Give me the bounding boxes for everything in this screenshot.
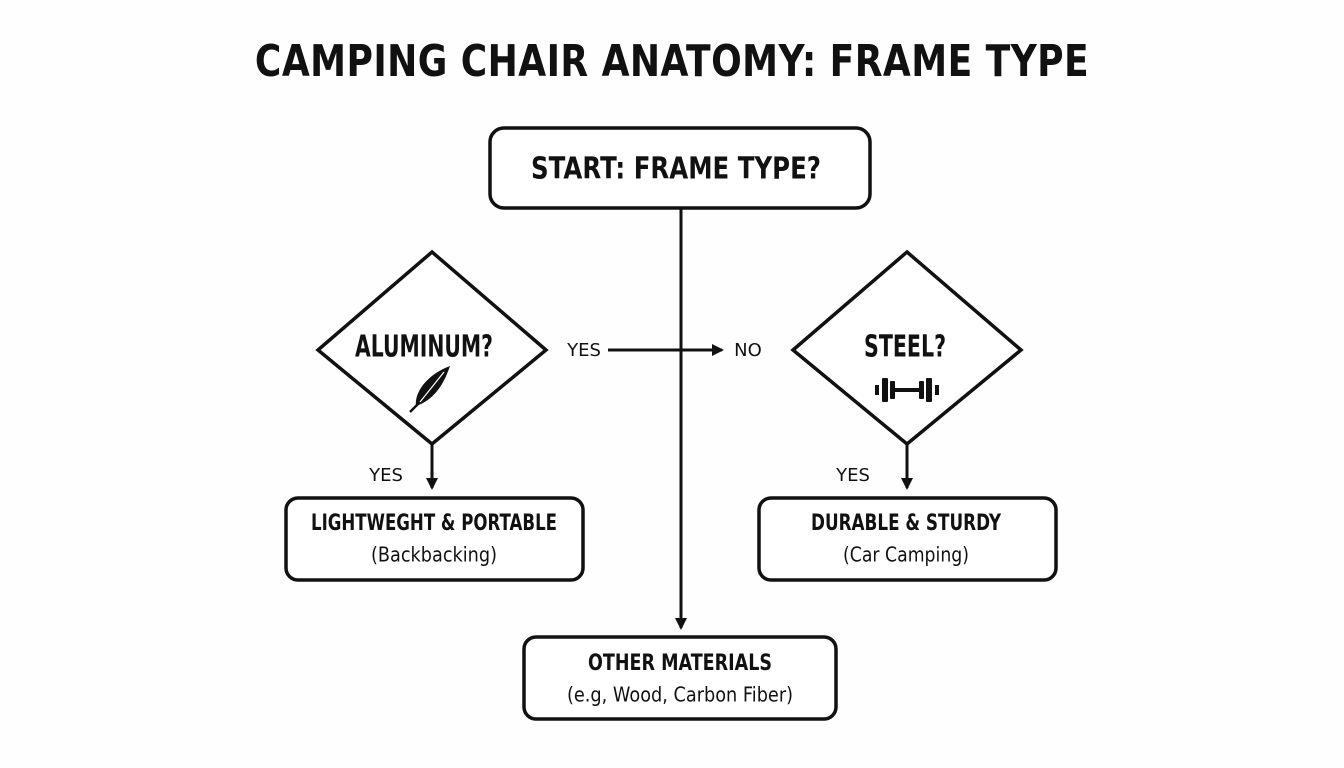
- edge-label-steel-yes: YES: [835, 465, 870, 486]
- steel-decision: STEEL?: [790, 249, 1024, 447]
- steel-decision-label: STEEL?: [864, 330, 946, 365]
- other-materials-title: OTHER MATERIALS: [588, 651, 772, 676]
- lightweight-outcome-subtitle: (Backbacking): [371, 543, 497, 567]
- start-node: START: FRAME TYPE?: [488, 126, 872, 210]
- start-node-label: START: FRAME TYPE?: [531, 152, 821, 187]
- edge-label-mid-no: NO: [734, 340, 762, 361]
- connectors: [426, 208, 913, 630]
- feather-icon: [409, 366, 450, 413]
- durable-outcome: DURABLE & STURDY (Car Camping): [757, 496, 1058, 582]
- edge-label-aluminum-yes: YES: [368, 465, 403, 486]
- lightweight-outcome: LIGHTWEGHT & PORTABLE (Backbacking): [284, 496, 585, 582]
- other-materials-outcome: OTHER MATERIALS (e.g, Wood, Carbon Fiber…: [522, 635, 838, 721]
- other-materials-subtitle: (e.g, Wood, Carbon Fiber): [567, 683, 793, 707]
- edge-label-mid-yes: YES: [566, 340, 601, 361]
- durable-outcome-title: DURABLE & STURDY: [811, 511, 1002, 536]
- diagram-title: CAMPING CHAIR ANATOMY: FRAME TYPE: [254, 36, 1090, 87]
- aluminum-decision-label: ALUMINUM?: [355, 330, 493, 365]
- dumbbell-icon: [875, 378, 939, 402]
- aluminum-decision: ALUMINUM?: [315, 249, 549, 447]
- lightweight-outcome-title: LIGHTWEGHT & PORTABLE: [311, 511, 557, 536]
- durable-outcome-subtitle: (Car Camping): [843, 543, 969, 567]
